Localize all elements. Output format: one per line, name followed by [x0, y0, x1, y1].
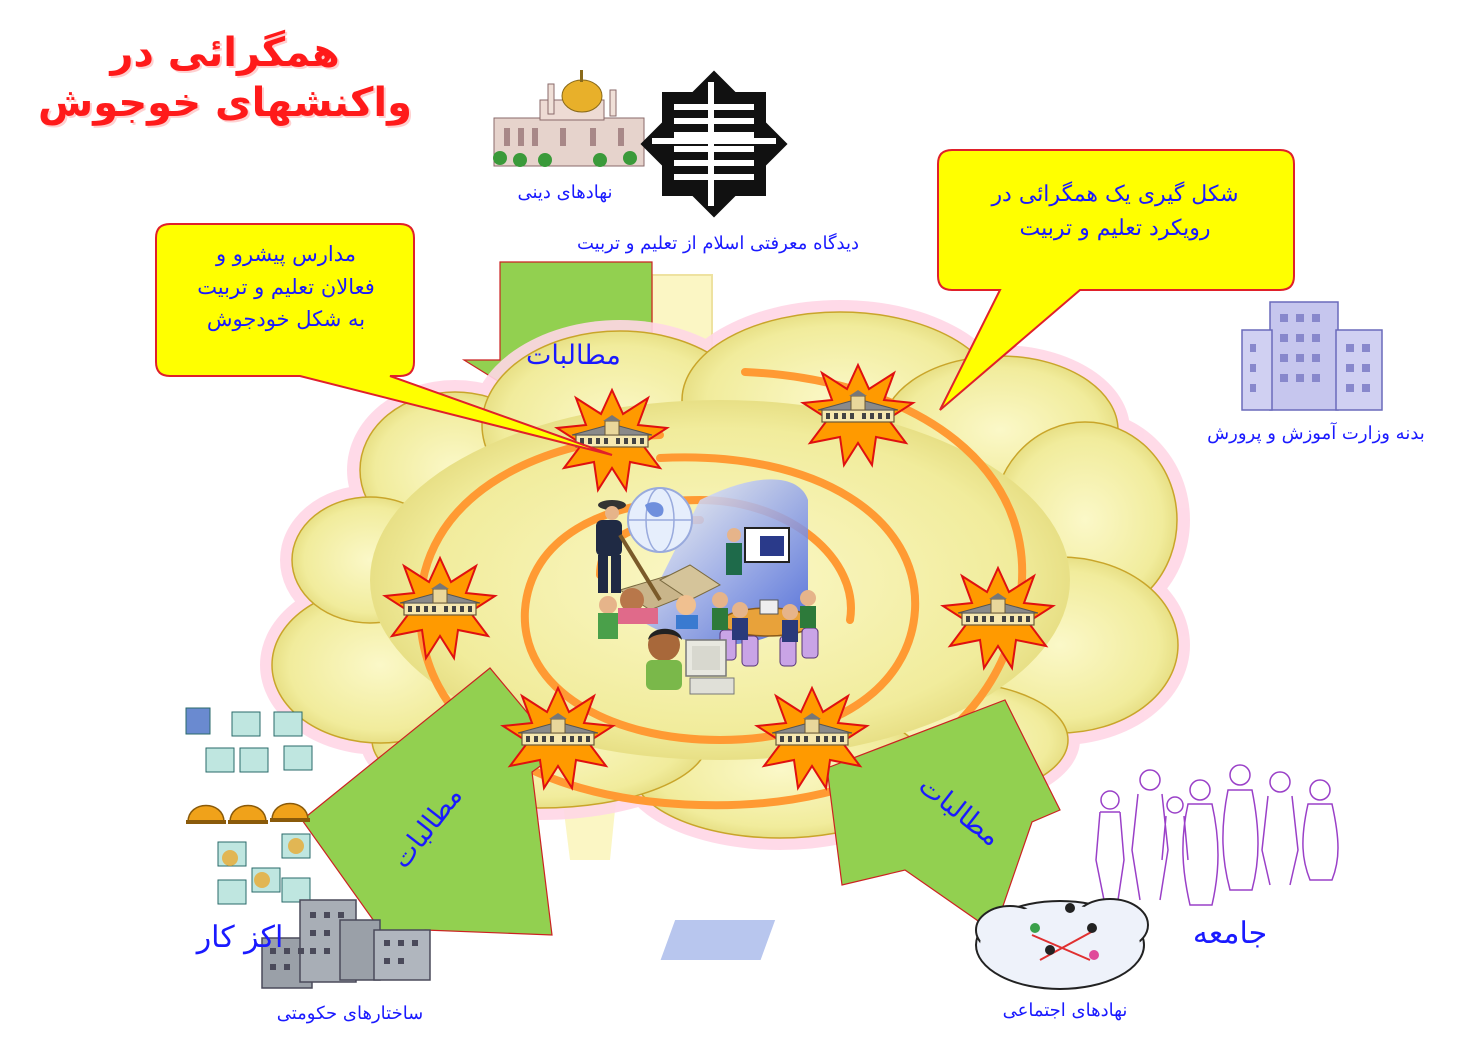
worker-helmet-icon — [186, 802, 310, 824]
callout-right-text: شکل گیری یک همگرائی در رویکرد تعلیم و تر… — [950, 178, 1280, 246]
people-silhouettes-icon — [1095, 764, 1339, 906]
government-building-icon — [261, 899, 431, 989]
demand-label-top: مطالبات — [526, 340, 621, 371]
classroom-scene-icon — [596, 479, 819, 695]
callout-left-line-2: فعالان تعلیم و تربیت — [197, 274, 375, 299]
workforce-label: اکز کار — [196, 920, 284, 955]
office-building-icon — [1241, 301, 1383, 411]
government-label: ساختارهای حکومتی — [276, 1003, 424, 1024]
callout-left-line-3: به شکل خودجوش — [206, 307, 366, 332]
calligraphy-emblem-icon — [640, 70, 788, 218]
callout-left — [155, 223, 613, 456]
callout-right-line-1: شکل گیری یک همگرائی در — [991, 182, 1239, 207]
religious-institutions-label: نهادهای دینی — [517, 182, 613, 203]
demand-arrow-bottom-right — [826, 699, 1061, 933]
mosque-icon — [493, 70, 645, 167]
callout-left-line-1: مدارس پیشرو و — [215, 242, 357, 266]
social-network-icon — [660, 898, 1149, 990]
worker-figure — [596, 500, 662, 602]
ministry-label: بدنه وزارت آموزش و پرورش — [1207, 423, 1425, 444]
social-institutions-label: نهادهای اجتماعی — [1002, 1000, 1128, 1021]
society-label: جامعه — [1192, 916, 1268, 951]
callout-right-line-2: رویکرد تعلیم و تربیت — [1019, 216, 1211, 242]
workspace-icons — [185, 707, 313, 905]
callout-left-text: مدارس پیشرو و فعالان تعلیم و تربیت به شک… — [166, 238, 406, 336]
callout-right — [937, 149, 1295, 411]
islamic-view-label: دیدگاه معرفتی اسلام از تعلیم و تربیت — [576, 233, 860, 254]
page-title: همگرائی در واکنشهای خوجوش — [30, 28, 420, 128]
title-line-2: واکنشهای خوجوش — [38, 80, 412, 126]
title-line-1: همگرائی در — [110, 30, 340, 76]
globe-icon — [627, 487, 693, 553]
